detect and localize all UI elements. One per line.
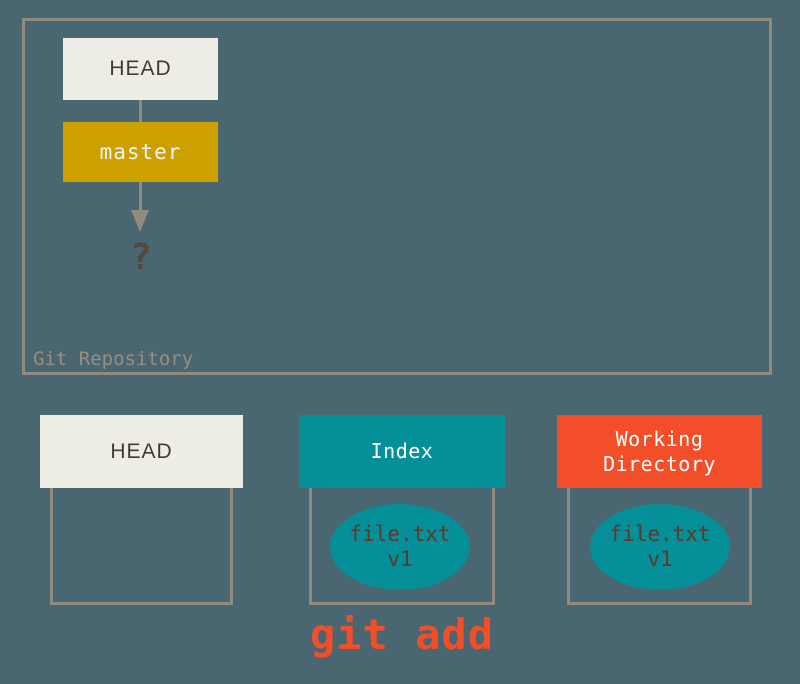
- area-index-title: Index: [370, 439, 434, 463]
- area-working-directory-title: Working Directory: [603, 427, 716, 477]
- repo-head-label: HEAD: [109, 57, 172, 80]
- master-branch-box[interactable]: master: [63, 122, 218, 182]
- area-head-title: HEAD: [110, 440, 173, 463]
- area-head-header[interactable]: HEAD: [40, 415, 243, 488]
- commit-placeholder-question-mark: ?: [130, 237, 152, 278]
- working-directory-file-blob[interactable]: file.txt v1: [590, 504, 730, 590]
- area-working-directory-body: [567, 488, 752, 605]
- index-file-version: v1: [387, 547, 413, 571]
- master-branch-label: master: [99, 140, 182, 164]
- repo-head-box[interactable]: HEAD: [63, 38, 218, 100]
- git-add-command-caption: git add: [309, 610, 494, 659]
- area-head-body: [50, 488, 233, 605]
- index-file-blob[interactable]: file.txt v1: [330, 504, 470, 590]
- area-head: HEAD: [40, 415, 243, 605]
- master-to-commit-arrow-head-icon: [131, 210, 149, 232]
- master-to-commit-arrow-shaft: [139, 182, 142, 214]
- git-repository-label: Git Repository: [33, 348, 194, 370]
- index-file-name: file.txt: [349, 522, 451, 546]
- head-to-master-connector: [139, 100, 142, 122]
- area-index-header[interactable]: Index: [299, 415, 505, 488]
- area-index: Index: [299, 415, 505, 605]
- area-working-directory-title-line1: Working: [615, 426, 704, 451]
- working-directory-file-version: v1: [647, 547, 673, 571]
- area-working-directory: Working Directory: [557, 415, 762, 605]
- area-index-body: [309, 488, 495, 605]
- working-directory-file-name: file.txt: [609, 522, 711, 546]
- area-working-directory-title-line2: Directory: [603, 451, 716, 476]
- area-working-directory-header[interactable]: Working Directory: [557, 415, 762, 488]
- git-repository-frame: [22, 18, 772, 375]
